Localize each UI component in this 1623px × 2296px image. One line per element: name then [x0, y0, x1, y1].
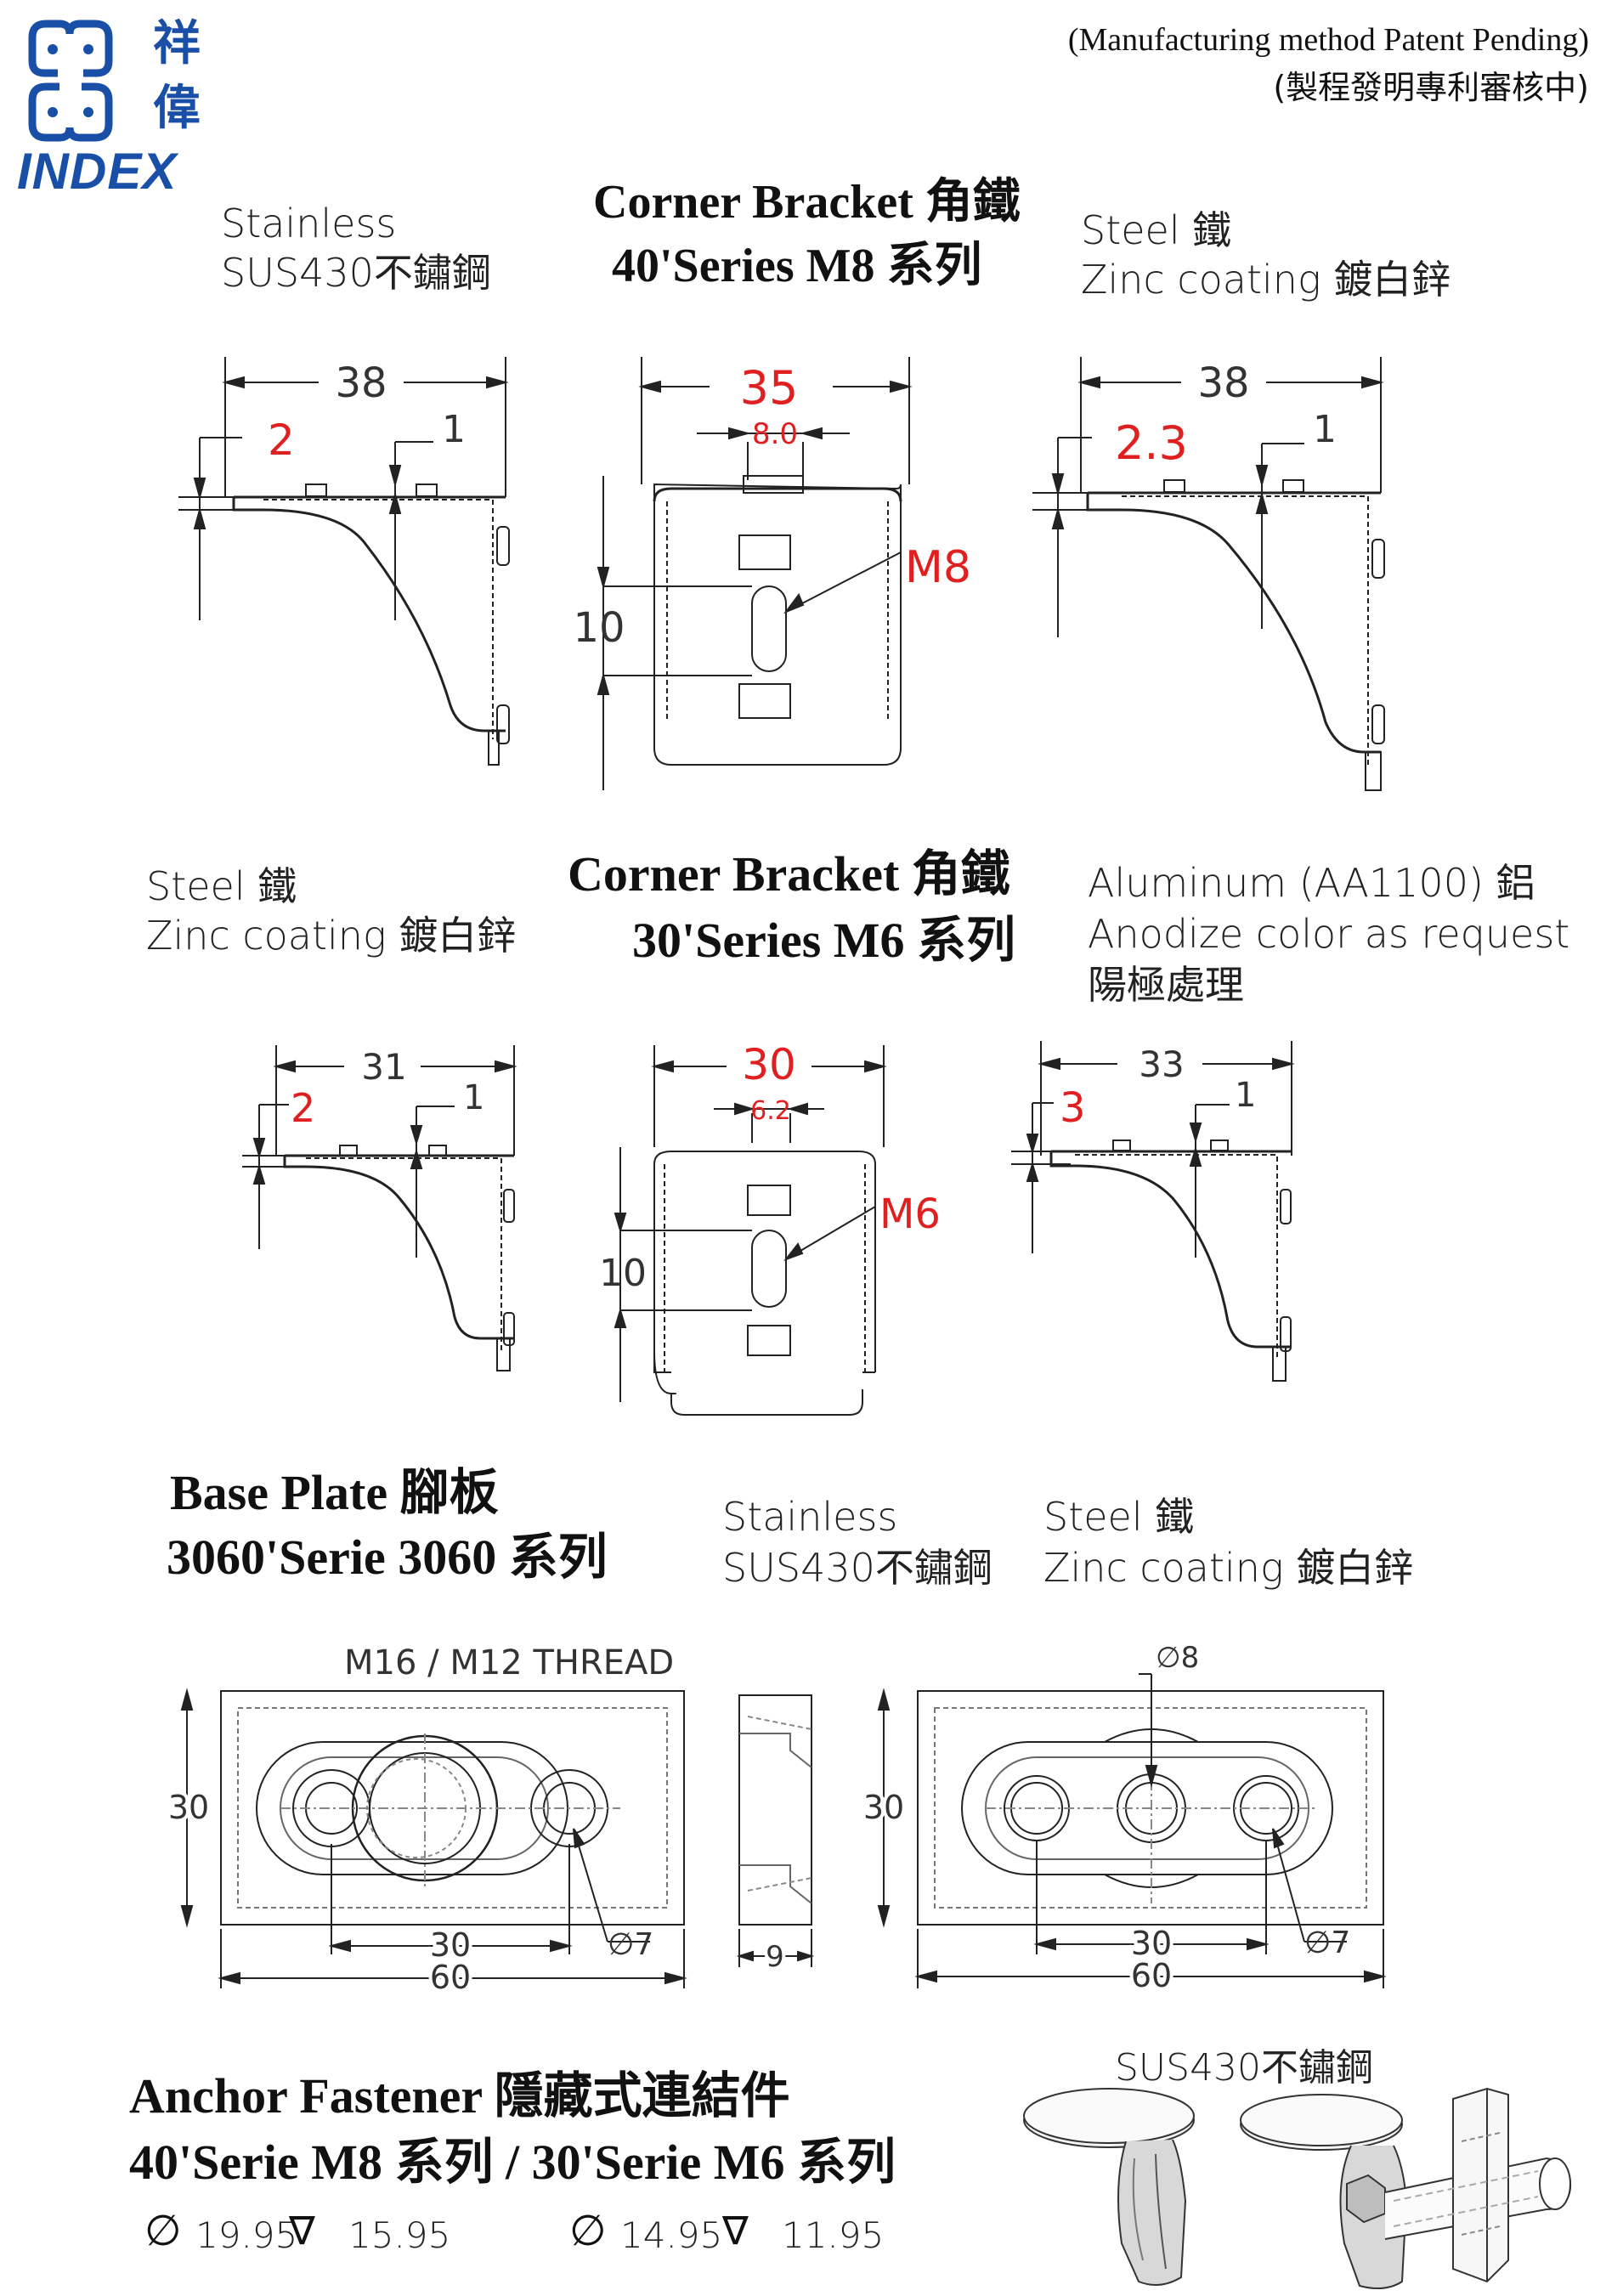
section3-material-b-line2: Zinc coating 鍍白鋅	[1043, 1545, 1414, 1591]
s2-left-radius-dim: 1	[463, 1078, 484, 1117]
section2-title-line2: 30'Series M6 系列	[632, 913, 1016, 968]
s3-side-view-drawing: 9	[736, 1694, 815, 1977]
section2-material-right-line3: 陽極處理	[1088, 962, 1244, 1008]
s1-left-thickness-dim: 2	[268, 416, 295, 465]
spec-m6-depth: 11.95	[782, 2214, 885, 2256]
s3-left-width-dim: 60	[430, 1959, 471, 1996]
s3-right-top-hole-dim: ∅8	[1156, 1641, 1199, 1675]
section3-title-line2: 3060'Serie 3060 系列	[167, 1530, 608, 1585]
s3-left-height-dim: 30	[168, 1789, 209, 1826]
s3-right-height-dim: 30	[863, 1789, 904, 1826]
s3-right-width-dim: 60	[1131, 1957, 1172, 1994]
anchor-fastener-illustration	[1023, 2087, 1572, 2290]
s1-right-width-dim: 38	[1197, 359, 1249, 407]
section3-material-b-line1: Steel 鐵	[1043, 1494, 1195, 1540]
s2-right-thickness-dim: 3	[1060, 1084, 1086, 1132]
section1-material-right-line1: Steel 鐵	[1081, 207, 1232, 253]
patent-note-chinese: (製程發明專利審核中)	[1273, 69, 1589, 106]
s3-left-hole-dim: ∅7	[608, 1927, 653, 1962]
s2-middle-width-dim: 30	[742, 1040, 796, 1089]
s2-left-bracket-drawing: 31 2 1	[242, 1045, 517, 1371]
logo-mark-icon	[28, 20, 113, 142]
section3-title-line1: Base Plate 腳板	[170, 1465, 499, 1520]
s1-left-bracket-drawing: 38 2 1	[178, 357, 510, 766]
section1-title-line1: Corner Bracket 角鐵	[593, 176, 1021, 229]
depth-icon: ∇	[722, 2208, 749, 2254]
s2-middle-bracket-drawing: 30 6.2 10 M6	[599, 1040, 941, 1416]
section2-material-left-line1: Steel 鐵	[146, 863, 297, 909]
spec-m6-diameter: 14.95	[620, 2214, 723, 2256]
s1-right-radius-dim: 1	[1313, 408, 1337, 451]
s2-right-bracket-drawing: 33 3 1	[1011, 1041, 1295, 1382]
section3-material-a-line1: Stainless	[722, 1494, 898, 1540]
logo-chinese-char-1: 祥	[153, 16, 201, 71]
s3-left-pitch-dim: 30	[430, 1926, 471, 1964]
section2-material-left-line2: Zinc coating 鍍白鋅	[146, 913, 517, 959]
company-logo: 祥 偉 INDEX	[17, 12, 229, 197]
logo-chinese-char-2: 偉	[153, 81, 201, 136]
section2-material-right-line2: Anodize color as request	[1088, 911, 1570, 957]
section4-title-line1: Anchor Fastener 隱藏式連結件	[129, 2068, 790, 2124]
s1-middle-width-dim: 35	[740, 361, 799, 415]
s3-left-baseplate-drawing: M16 / M12 THREAD 30 30 60 ∅7	[165, 1643, 687, 1999]
s1-left-width-dim: 38	[335, 359, 387, 407]
s3-right-baseplate-drawing: ∅8 30 30 60 ∅7	[860, 1641, 1387, 1998]
s3-side-thickness-dim: 9	[766, 1940, 784, 1974]
logo-wordmark: INDEX	[17, 143, 178, 200]
depth-icon: ∇	[289, 2208, 315, 2254]
s2-middle-bolt-label: M6	[879, 1190, 941, 1238]
section1-material-left-line2: SUS430不鏽鋼	[221, 250, 491, 296]
section2-material-right-line1: Aluminum (AA1100) 鋁	[1088, 860, 1535, 906]
s1-middle-slot-dim: 8.0	[752, 417, 798, 451]
s3-right-hole-dim: ∅7	[1304, 1926, 1350, 1960]
section4-material: SUS430不鏽鋼	[1115, 2046, 1374, 2090]
section1-material-left-line1: Stainless	[221, 201, 397, 246]
s1-right-bracket-drawing: 38 2.3 1	[1032, 357, 1385, 791]
s1-right-thickness-dim: 2.3	[1115, 416, 1188, 470]
s3-left-thread-label: M16 / M12 THREAD	[344, 1643, 674, 1682]
s1-middle-bolt-label: M8	[905, 542, 971, 593]
s2-left-width-dim: 31	[361, 1046, 406, 1088]
section4-title-line2: 40'Serie M8 系列 / 30'Serie M6 系列	[129, 2135, 896, 2190]
diameter-icon: ∅	[569, 2206, 607, 2255]
spec-m8-depth: 15.95	[348, 2214, 451, 2256]
s2-middle-slot-dim: 6.2	[750, 1096, 791, 1126]
patent-note-english: (Manufacturing method Patent Pending)	[1067, 22, 1589, 58]
spec-m8-diameter: 19.95	[195, 2214, 298, 2256]
section3-material-a-line2: SUS430不鏽鋼	[722, 1545, 992, 1591]
diameter-icon: ∅	[144, 2206, 182, 2255]
section1-title-line2: 40'Series M8 系列	[612, 240, 982, 292]
section2-title-line1: Corner Bracket 角鐵	[568, 846, 1010, 902]
s1-middle-height-dim: 10	[573, 604, 625, 652]
s1-left-radius-dim: 1	[442, 408, 466, 451]
s2-left-thickness-dim: 2	[291, 1085, 315, 1131]
s2-right-width-dim: 33	[1139, 1043, 1184, 1085]
s2-middle-height-dim: 10	[599, 1252, 647, 1295]
s1-middle-bracket-drawing: 35 8.0 10 M8	[573, 357, 971, 790]
s2-right-radius-dim: 1	[1235, 1076, 1256, 1115]
section1-material-right-line2: Zinc coating 鍍白鋅	[1081, 257, 1451, 303]
s3-right-pitch-dim: 30	[1131, 1925, 1172, 1962]
